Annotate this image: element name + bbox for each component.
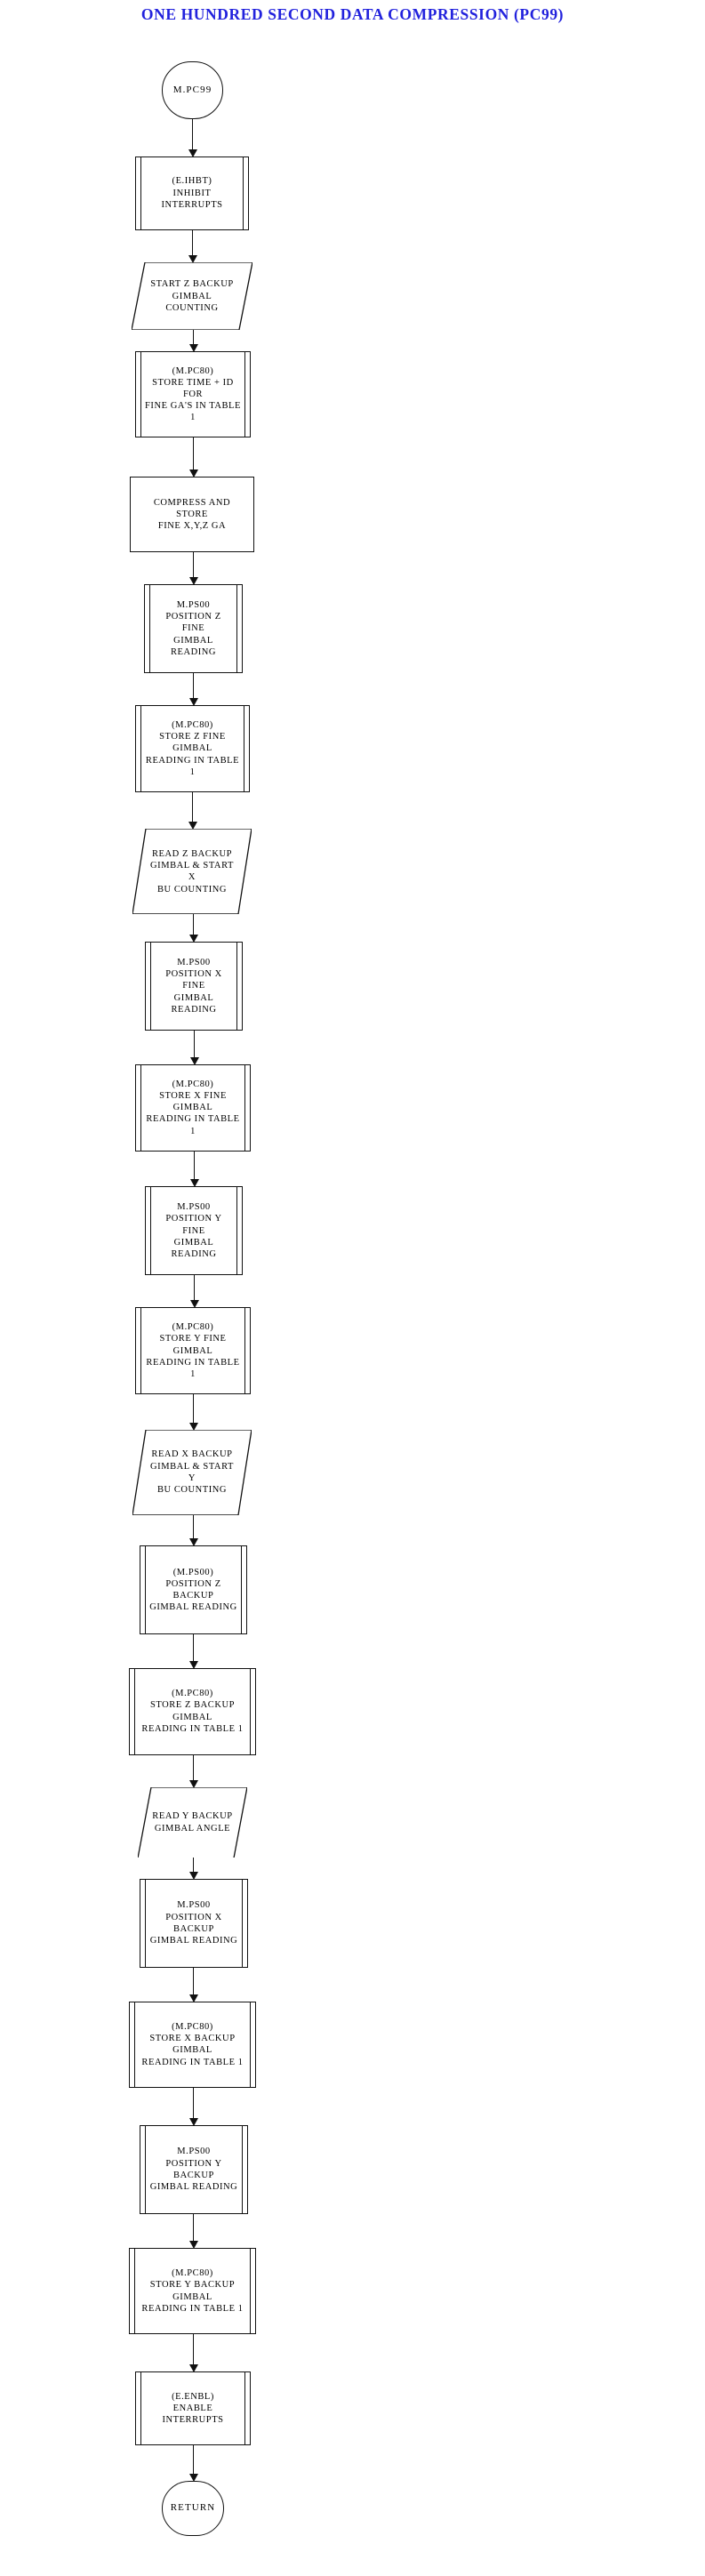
flow-node-compress-and-store-5: COMPRESS AND STORE FINE X,Y,Z GA — [130, 476, 254, 553]
flow-node-m-ps00-19: M.PS00 POSITION Y BACKUP GIMBAL READING — [140, 2125, 248, 2214]
flow-connector-21 — [193, 2445, 194, 2476]
flow-arrowhead-12 — [188, 1422, 198, 1431]
flow-connector-10 — [194, 1151, 195, 1181]
flow-node-m-pc80-12: (M.PC80) STORE Y FINE GIMBAL READING IN … — [135, 1307, 251, 1394]
flow-node-m-ps00-9: M.PS00 POSITION X FINE GIMBAL READING — [145, 942, 243, 1031]
flow-node-read-x-backup-13: READ X BACKUP GIMBAL & START Y BU COUNTI… — [132, 1429, 252, 1515]
flow-connector-5 — [193, 552, 194, 579]
flow-node-m-pc99-1: M.PC99 — [162, 60, 223, 119]
flow-node-m-pc80-7: (M.PC80) STORE Z FINE GIMBAL READING IN … — [135, 705, 250, 792]
flow-arrowhead-9 — [189, 1056, 199, 1065]
flow-connector-4 — [193, 437, 194, 470]
flow-connector-7 — [192, 791, 193, 823]
flow-node-e-ihbt-2: (E.IHBT) INHIBIT INTERRUPTS — [135, 156, 249, 230]
flow-connector-8 — [193, 914, 194, 936]
flow-connector-1 — [192, 118, 193, 150]
flow-arrowhead-3 — [188, 343, 198, 352]
flow-arrowhead-14 — [188, 1660, 198, 1669]
flow-connector-2 — [192, 229, 193, 257]
flow-arrowhead-21 — [188, 2474, 198, 2483]
flow-connector-16 — [193, 1858, 194, 1873]
page-title: ONE HUNDRED SECOND DATA COMPRESSION (PC9… — [140, 5, 565, 23]
flow-node-m-ps00-17: M.PS00 POSITION X BACKUP GIMBAL READING — [140, 1878, 248, 1968]
flow-node-label: M.PS00 POSITION X FINE GIMBAL READING — [165, 957, 222, 1015]
flow-arrowhead-5 — [188, 577, 198, 586]
flow-node-m-pc80-4: (M.PC80) STORE TIME + ID FOR FINE GA'S I… — [135, 350, 251, 438]
flow-node-read-y-backup-16: READ Y BACKUP GIMBAL ANGLE — [138, 1786, 247, 1858]
flow-node-label: M.PC99 — [172, 84, 212, 95]
flow-arrowhead-6 — [188, 698, 198, 707]
flow-node-label: COMPRESS AND STORE FINE X,Y,Z GA — [153, 497, 231, 532]
flow-node-m-pc80-18: (M.PC80) STORE X BACKUP GIMBAL READING I… — [129, 2001, 256, 2089]
flow-node-m-ps00-14: (M.PS00) POSITION Z BACKUP GIMBAL READIN… — [140, 1545, 247, 1634]
flow-arrowhead-16 — [188, 1871, 198, 1880]
flow-arrowhead-13 — [188, 1538, 198, 1547]
flow-arrowhead-10 — [189, 1179, 199, 1188]
flow-arrowhead-20 — [188, 2364, 198, 2373]
flow-node-return-22: RETURN — [162, 2481, 224, 2536]
flow-node-m-ps00-11: M.PS00 POSITION Y FINE GIMBAL READING — [145, 1186, 243, 1275]
flow-arrowhead-4 — [188, 469, 198, 477]
flow-arrowhead-8 — [188, 935, 198, 943]
flow-node-read-z-backup-8: READ Z BACKUP GIMBAL & START X BU COUNTI… — [132, 829, 252, 915]
flow-arrowhead-15 — [188, 1779, 198, 1788]
flow-connector-11 — [194, 1275, 195, 1302]
flow-arrowhead-1 — [188, 148, 197, 157]
flow-node-label: (E.IHBT) INHIBIT INTERRUPTS — [161, 176, 223, 210]
flow-node-label: M.PS00 POSITION X BACKUP GIMBAL READING — [149, 1900, 238, 1946]
flow-node-label: (E.ENBL) ENABLE INTERRUPTS — [162, 2391, 224, 2426]
flow-node-label: (M.PC80) STORE TIME + ID FOR FINE GA'S I… — [145, 365, 241, 423]
flow-connector-18 — [193, 2088, 194, 2120]
flow-arrowhead-19 — [188, 2240, 198, 2249]
flow-connector-19 — [193, 2213, 194, 2242]
flow-node-e-enbl-21: (E.ENBL) ENABLE INTERRUPTS — [135, 2371, 251, 2446]
flow-connector-12 — [193, 1394, 194, 1424]
flow-node-label: (M.PC80) STORE Z BACKUP GIMBAL READING I… — [141, 1689, 244, 1734]
flow-node-m-pc80-10: (M.PC80) STORE X FINE GIMBAL READING IN … — [135, 1063, 251, 1152]
flow-node-label: READ X BACKUP GIMBAL & START Y BU COUNTI… — [150, 1449, 234, 1495]
flow-node-start-z-backup-3: START Z BACKUP GIMBAL COUNTING — [132, 262, 252, 331]
flow-connector-20 — [193, 2334, 194, 2366]
flow-arrowhead-2 — [188, 255, 197, 264]
flow-node-label: M.PS00 POSITION Z FINE GIMBAL READING — [165, 600, 221, 657]
flow-arrowhead-18 — [188, 2118, 198, 2127]
flow-node-label: (M.PS00) POSITION Z BACKUP GIMBAL READIN… — [149, 1567, 237, 1613]
flow-node-label: M.PS00 POSITION Y FINE GIMBAL READING — [165, 1202, 222, 1260]
flow-node-label: READ Z BACKUP GIMBAL & START X BU COUNTI… — [150, 849, 234, 895]
flow-node-label: READ Y BACKUP GIMBAL ANGLE — [152, 1811, 233, 1834]
flow-node-label: M.PS00 POSITION Y BACKUP GIMBAL READING — [149, 2147, 238, 2192]
flow-node-label: (M.PC80) STORE X BACKUP GIMBAL READING I… — [141, 2022, 244, 2067]
flow-connector-13 — [193, 1514, 194, 1540]
flow-arrowhead-17 — [188, 1994, 198, 2002]
flow-node-label: RETURN — [170, 2502, 216, 2514]
flow-node-m-pc80-20: (M.PC80) STORE Y BACKUP GIMBAL READING I… — [129, 2247, 256, 2335]
flow-arrowhead-11 — [189, 1300, 199, 1309]
flow-node-label: (M.PC80) STORE Y BACKUP GIMBAL READING I… — [141, 2268, 244, 2314]
flow-node-label: START Z BACKUP GIMBAL COUNTING — [150, 279, 234, 313]
flow-node-label: (M.PC80) STORE Y FINE GIMBAL READING IN … — [146, 1322, 240, 1379]
parallelogram-shape — [132, 1429, 252, 1515]
flow-connector-3 — [193, 330, 194, 345]
parallelogram-shape — [132, 262, 252, 331]
flow-connector-14 — [193, 1633, 194, 1662]
parallelogram-shape — [132, 829, 252, 915]
flow-node-m-ps00-6: M.PS00 POSITION Z FINE GIMBAL READING — [144, 584, 243, 673]
flow-arrowhead-7 — [188, 822, 197, 831]
flow-node-label: (M.PC80) STORE X FINE GIMBAL READING IN … — [146, 1079, 240, 1136]
parallelogram-shape — [138, 1786, 247, 1858]
flow-connector-15 — [193, 1754, 194, 1781]
flow-connector-9 — [194, 1030, 195, 1058]
flow-node-label: (M.PC80) STORE Z FINE GIMBAL READING IN … — [145, 719, 240, 777]
flow-connector-17 — [193, 1967, 194, 1995]
flow-connector-6 — [193, 672, 194, 700]
flow-node-m-pc80-15: (M.PC80) STORE Z BACKUP GIMBAL READING I… — [129, 1667, 256, 1755]
